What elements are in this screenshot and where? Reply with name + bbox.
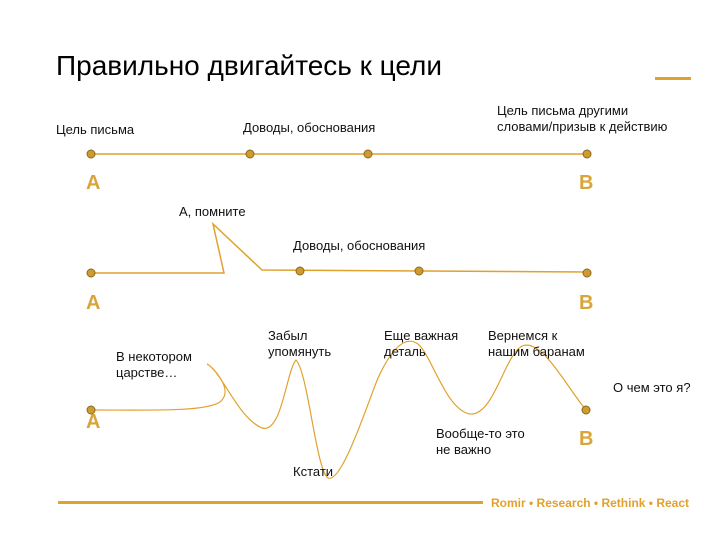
row3-line — [90, 340, 587, 479]
row3-label-by-the-way: Кстати — [293, 464, 334, 479]
row3-point-end — [581, 405, 591, 415]
row3-label-back: Вернемся к нашим баранам — [488, 328, 585, 359]
row3-letter-a: A — [86, 411, 101, 433]
row2-point-3 — [414, 266, 424, 276]
row2-label-remember: А, помните — [179, 204, 246, 219]
row1-point-2 — [245, 149, 255, 159]
row3-label-forgot: Забыл упомянуть — [268, 328, 332, 359]
row2-point-start — [86, 268, 96, 278]
slide-title: Правильно двигайтесь к цели — [56, 50, 443, 81]
row2-point-2 — [295, 266, 305, 276]
row1-point-end — [582, 149, 592, 159]
row1-label-restate: Цель письма другими словами/призыв к дей… — [497, 103, 668, 134]
row2-letter-a: A — [86, 292, 101, 314]
row1-label-arguments: Доводы, обоснования — [243, 120, 376, 135]
row2-letter-b: B — [579, 292, 594, 314]
row2-point-end — [582, 268, 592, 278]
row1-letter-b: B — [579, 172, 594, 194]
row1-point-3 — [363, 149, 373, 159]
row3-point-start — [86, 405, 96, 415]
row3-label-what: О чем это я? — [613, 380, 691, 395]
row3-label-detail: Еще важная деталь — [384, 328, 459, 359]
row3-label-kingdom: В некотором царстве… — [116, 349, 192, 380]
row3-letter-b: B — [579, 428, 594, 450]
row1-point-start — [86, 149, 96, 159]
row2-line — [91, 221, 588, 274]
title-accent-bar — [655, 77, 691, 80]
footer-line — [58, 501, 483, 504]
row2-label-arguments: Доводы, обоснования — [293, 238, 426, 253]
row1-letter-a: A — [86, 172, 101, 194]
row1-label-goal: Цель письма — [56, 122, 135, 137]
brand-tagline: Romir • Research • Rethink • React — [491, 496, 689, 510]
row3-label-unimportant: Вообще-то это не важно — [436, 426, 525, 457]
